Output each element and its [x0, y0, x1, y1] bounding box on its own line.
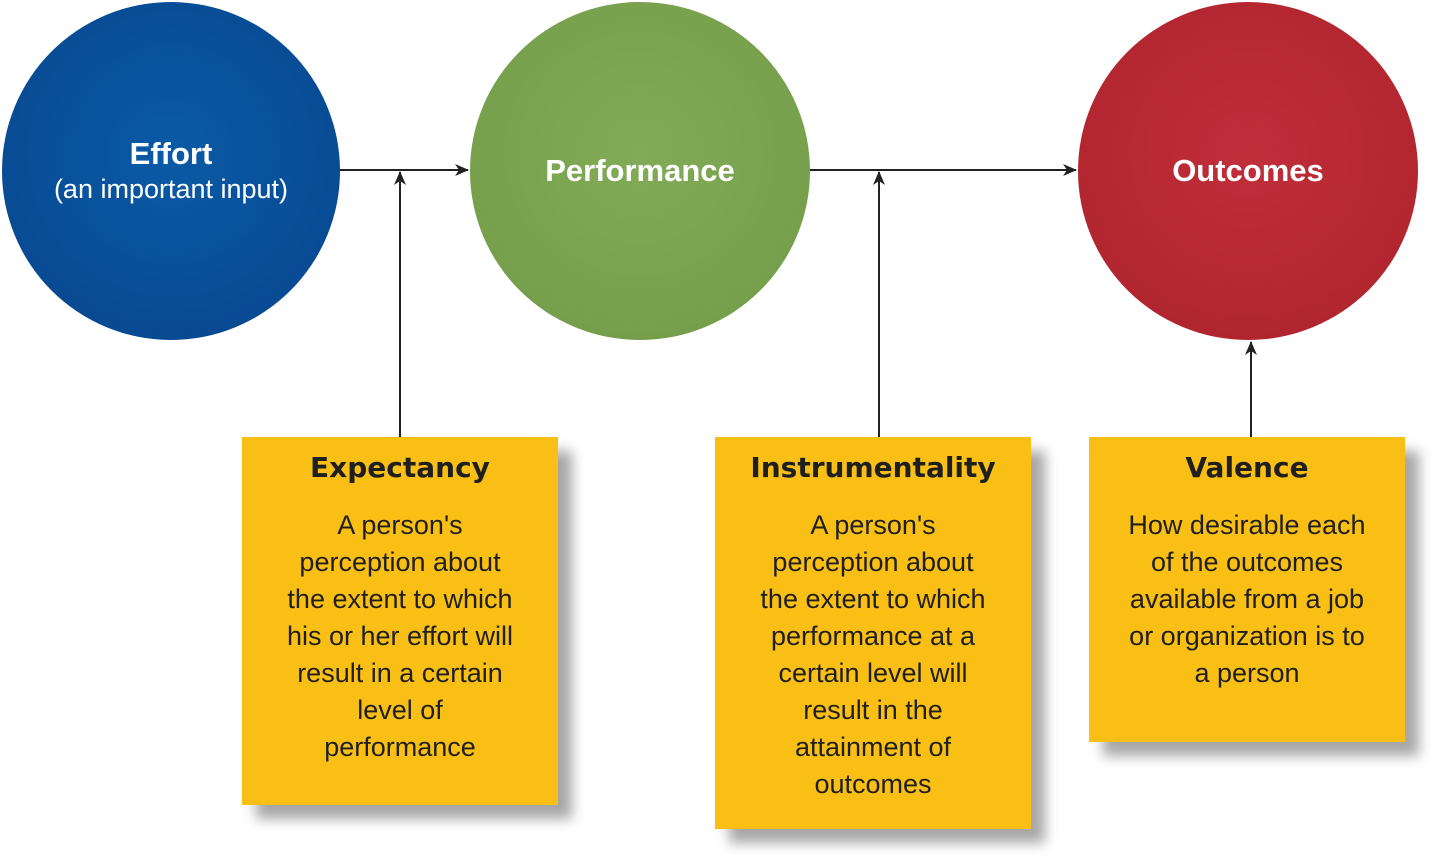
instrumentality-note: Instrumentality A person's perception ab…	[715, 437, 1031, 829]
instrumentality-line: attainment of	[794, 732, 952, 762]
instrumentality-description: A person's perception about the extent t…	[715, 507, 1031, 803]
expectancy-line: perception about	[299, 547, 501, 577]
valence-note: Valence How desirable each of the outcom…	[1089, 437, 1405, 742]
performance-title: Performance	[545, 153, 735, 188]
instrumentality-line: A person's	[810, 510, 936, 540]
expectancy-line: his or her effort will	[286, 621, 514, 651]
valence-line: or organization is to	[1129, 621, 1365, 651]
expectancy-note: Expectancy A person's perception about t…	[242, 437, 558, 805]
valence-line: of the outcomes	[1150, 547, 1344, 577]
outcomes-circle: Outcomes	[1078, 2, 1418, 340]
expectancy-line: level of	[357, 695, 443, 725]
expectancy-line: the extent to which	[287, 584, 513, 614]
effort-circle: Effort (an important input)	[2, 2, 340, 340]
instrumentality-line: performance at a	[770, 621, 976, 651]
expectancy-title: Expectancy	[310, 451, 490, 484]
instrumentality-line: the extent to which	[760, 584, 986, 614]
valence-line: a person	[1194, 658, 1300, 688]
valence-description: How desirable each of the outcomes avail…	[1089, 507, 1405, 692]
effort-subtitle: (an important input)	[53, 174, 289, 204]
instrumentality-line: perception about	[772, 547, 974, 577]
expectancy-description: A person's perception about the extent t…	[242, 507, 558, 766]
instrumentality-line: certain level will	[778, 658, 968, 688]
instrumentality-line: result in the	[803, 695, 943, 725]
performance-circle: Performance	[470, 2, 810, 340]
instrumentality-title: Instrumentality	[750, 451, 996, 484]
valence-title: Valence	[1185, 451, 1309, 484]
expectancy-line: A person's	[337, 510, 463, 540]
instrumentality-line: outcomes	[814, 769, 932, 799]
expectancy-line: result in a certain	[297, 658, 503, 688]
valence-line: available from a job	[1129, 584, 1365, 614]
effort-title: Effort	[129, 136, 213, 171]
expectancy-line: performance	[324, 732, 476, 762]
outcomes-title: Outcomes	[1172, 153, 1324, 188]
valence-line: How desirable each	[1128, 510, 1366, 540]
